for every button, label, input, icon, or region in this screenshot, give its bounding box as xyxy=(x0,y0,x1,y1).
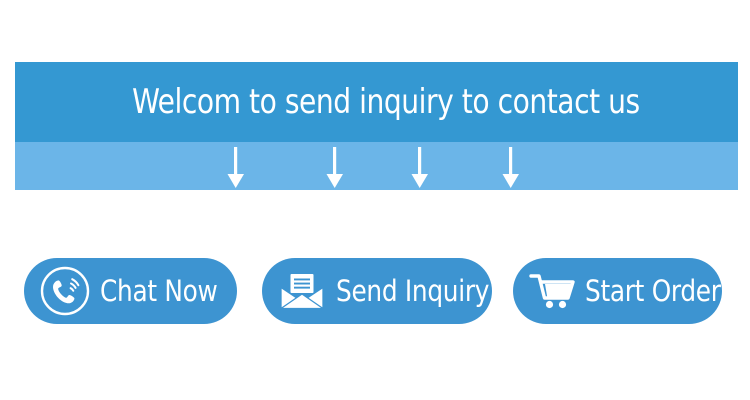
banner-dark-band: Welcom to send inquiry to contact us xyxy=(15,62,738,142)
chat-now-button[interactable]: Chat Now xyxy=(24,258,237,324)
cta-button-row: Chat Now Send Inquiry xyxy=(0,258,750,326)
start-order-label: Start Order xyxy=(585,273,721,308)
envelope-icon xyxy=(276,265,328,317)
phone-circle-icon xyxy=(38,264,92,318)
arrow-down-icon xyxy=(500,147,522,189)
banner-light-band xyxy=(15,142,738,190)
arrow-down-icon xyxy=(324,147,346,189)
arrow-down-icon xyxy=(225,147,247,189)
send-inquiry-label: Send Inquiry xyxy=(336,273,490,308)
start-order-button[interactable]: Start Order xyxy=(513,258,722,324)
banner-headline: Welcom to send inquiry to contact us xyxy=(131,82,640,122)
arrow-down-icon xyxy=(409,147,431,189)
shopping-cart-icon xyxy=(527,265,579,317)
send-inquiry-button[interactable]: Send Inquiry xyxy=(262,258,492,324)
chat-now-label: Chat Now xyxy=(100,273,218,308)
